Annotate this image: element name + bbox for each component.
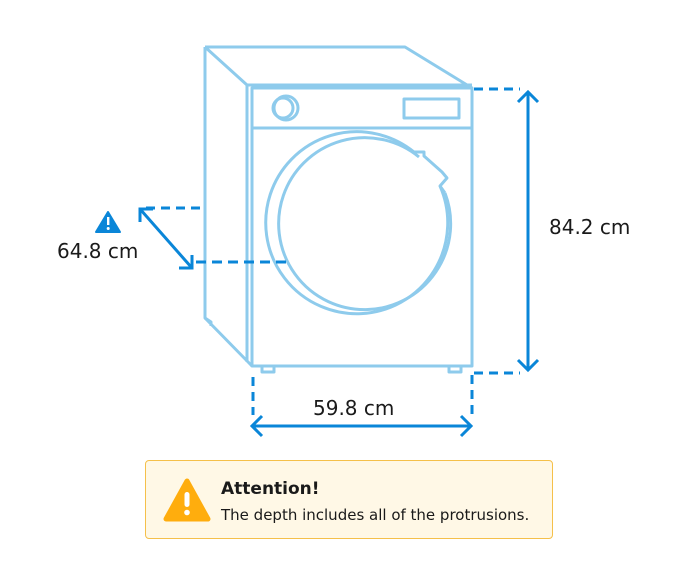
depth-label: 64.8 cm — [57, 239, 139, 263]
warning-triangle-icon — [163, 478, 211, 522]
attention-notice: Attention! The depth includes all of the… — [145, 460, 553, 539]
height-label: 84.2 cm — [549, 215, 631, 239]
notice-text: The depth includes all of the protrusion… — [221, 506, 530, 524]
depth-warning-icon — [95, 211, 121, 233]
dimension-lines — [138, 87, 540, 438]
notice-title: Attention! — [221, 479, 320, 499]
washing-machine-outline — [203, 45, 474, 374]
width-label: 59.8 cm — [313, 396, 395, 420]
